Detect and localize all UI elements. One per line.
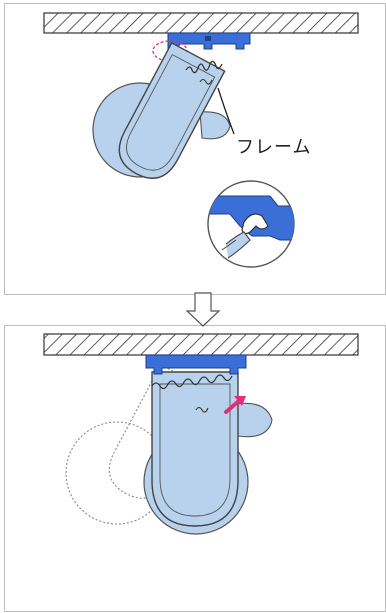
- down-arrow-icon: [185, 292, 221, 327]
- push-arrow-pink: [224, 396, 246, 414]
- frame-label: フレーム: [236, 137, 312, 158]
- frame-leader-line: [217, 87, 235, 135]
- diagram-panel-before: [4, 3, 386, 295]
- zoom-detail-circle: [207, 180, 295, 268]
- tilted-cover-assembly: [92, 41, 231, 179]
- upright-cover-assembly: [143, 371, 273, 535]
- ceiling-hatched-top: [43, 12, 359, 34]
- ceiling-hatched-bottom: [43, 333, 359, 356]
- mounting-bracket-bottom: [145, 354, 247, 375]
